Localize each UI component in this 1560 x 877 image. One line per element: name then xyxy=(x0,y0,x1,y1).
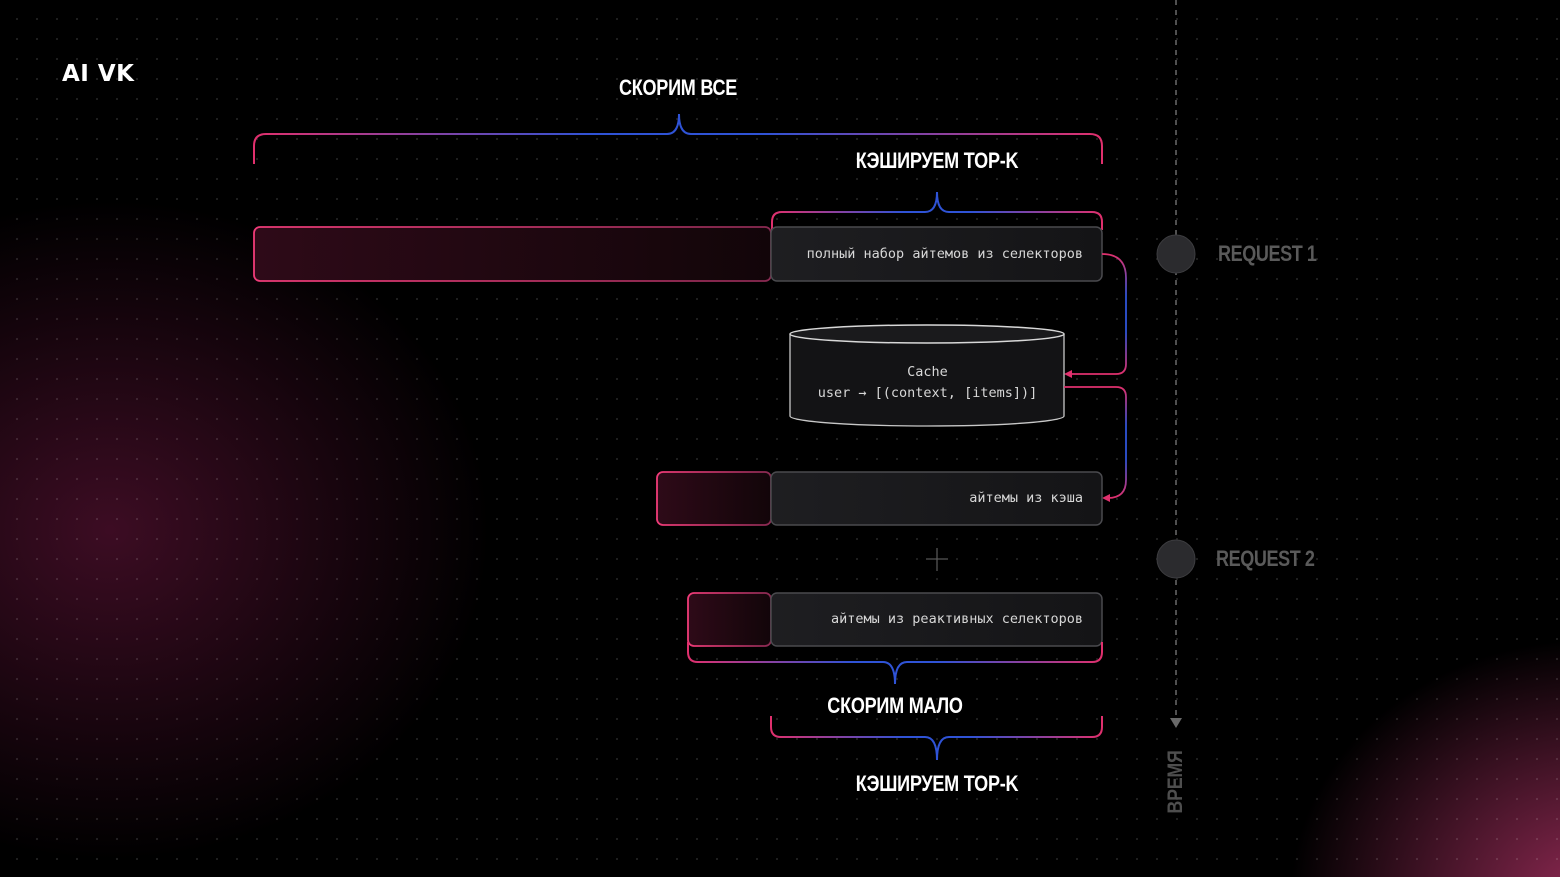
cache-cylinder-body xyxy=(789,334,1065,427)
logo: AI VK xyxy=(62,61,135,87)
box-cache-scored xyxy=(656,471,772,526)
label-items-from-cache: айтемы из кэша xyxy=(969,490,1083,506)
box-reactive-items xyxy=(770,592,1103,647)
label-full-set: полный набор айтемов из селекторов xyxy=(806,246,1083,262)
arrow-into-cache xyxy=(1064,370,1072,378)
brace-cache-topk-top xyxy=(771,191,1103,230)
box-full-set-scored xyxy=(253,226,772,282)
cache-title: Cache xyxy=(907,364,948,380)
request1-label: REQUEST 1 xyxy=(1218,241,1317,266)
request2-label: REQUEST 2 xyxy=(1216,546,1315,571)
box-reactive-scored xyxy=(687,592,772,647)
connector-from-cache xyxy=(1064,386,1127,499)
connector-to-cache xyxy=(1068,253,1127,375)
heading-score-all: СКОРИМ ВСЕ xyxy=(618,75,738,100)
heading-cache-topk-top: КЭШИРУЕМ TOP-K xyxy=(855,148,1019,173)
brace-score-few xyxy=(687,642,1103,685)
label-reactive-items: айтемы из реактивных селекторов xyxy=(831,611,1083,627)
cache-mapping: user → [(context, [items])] xyxy=(817,385,1038,401)
cache-cylinder-top xyxy=(789,324,1065,344)
arrow-into-items-from-cache xyxy=(1102,494,1110,502)
heading-score-few: СКОРИМ МАЛО xyxy=(827,693,963,718)
brace-cache-topk-bottom xyxy=(770,716,1103,761)
box-items-from-cache xyxy=(770,471,1103,526)
brace-score-all xyxy=(253,113,1103,164)
request1-node xyxy=(1156,234,1196,274)
time-axis-arrow xyxy=(1170,718,1182,728)
heading-cache-topk-bottom: КЭШИРУЕМ TOP-K xyxy=(855,771,1019,796)
request2-node xyxy=(1156,539,1196,579)
time-axis-label: ВРЕМЯ xyxy=(1164,750,1187,814)
